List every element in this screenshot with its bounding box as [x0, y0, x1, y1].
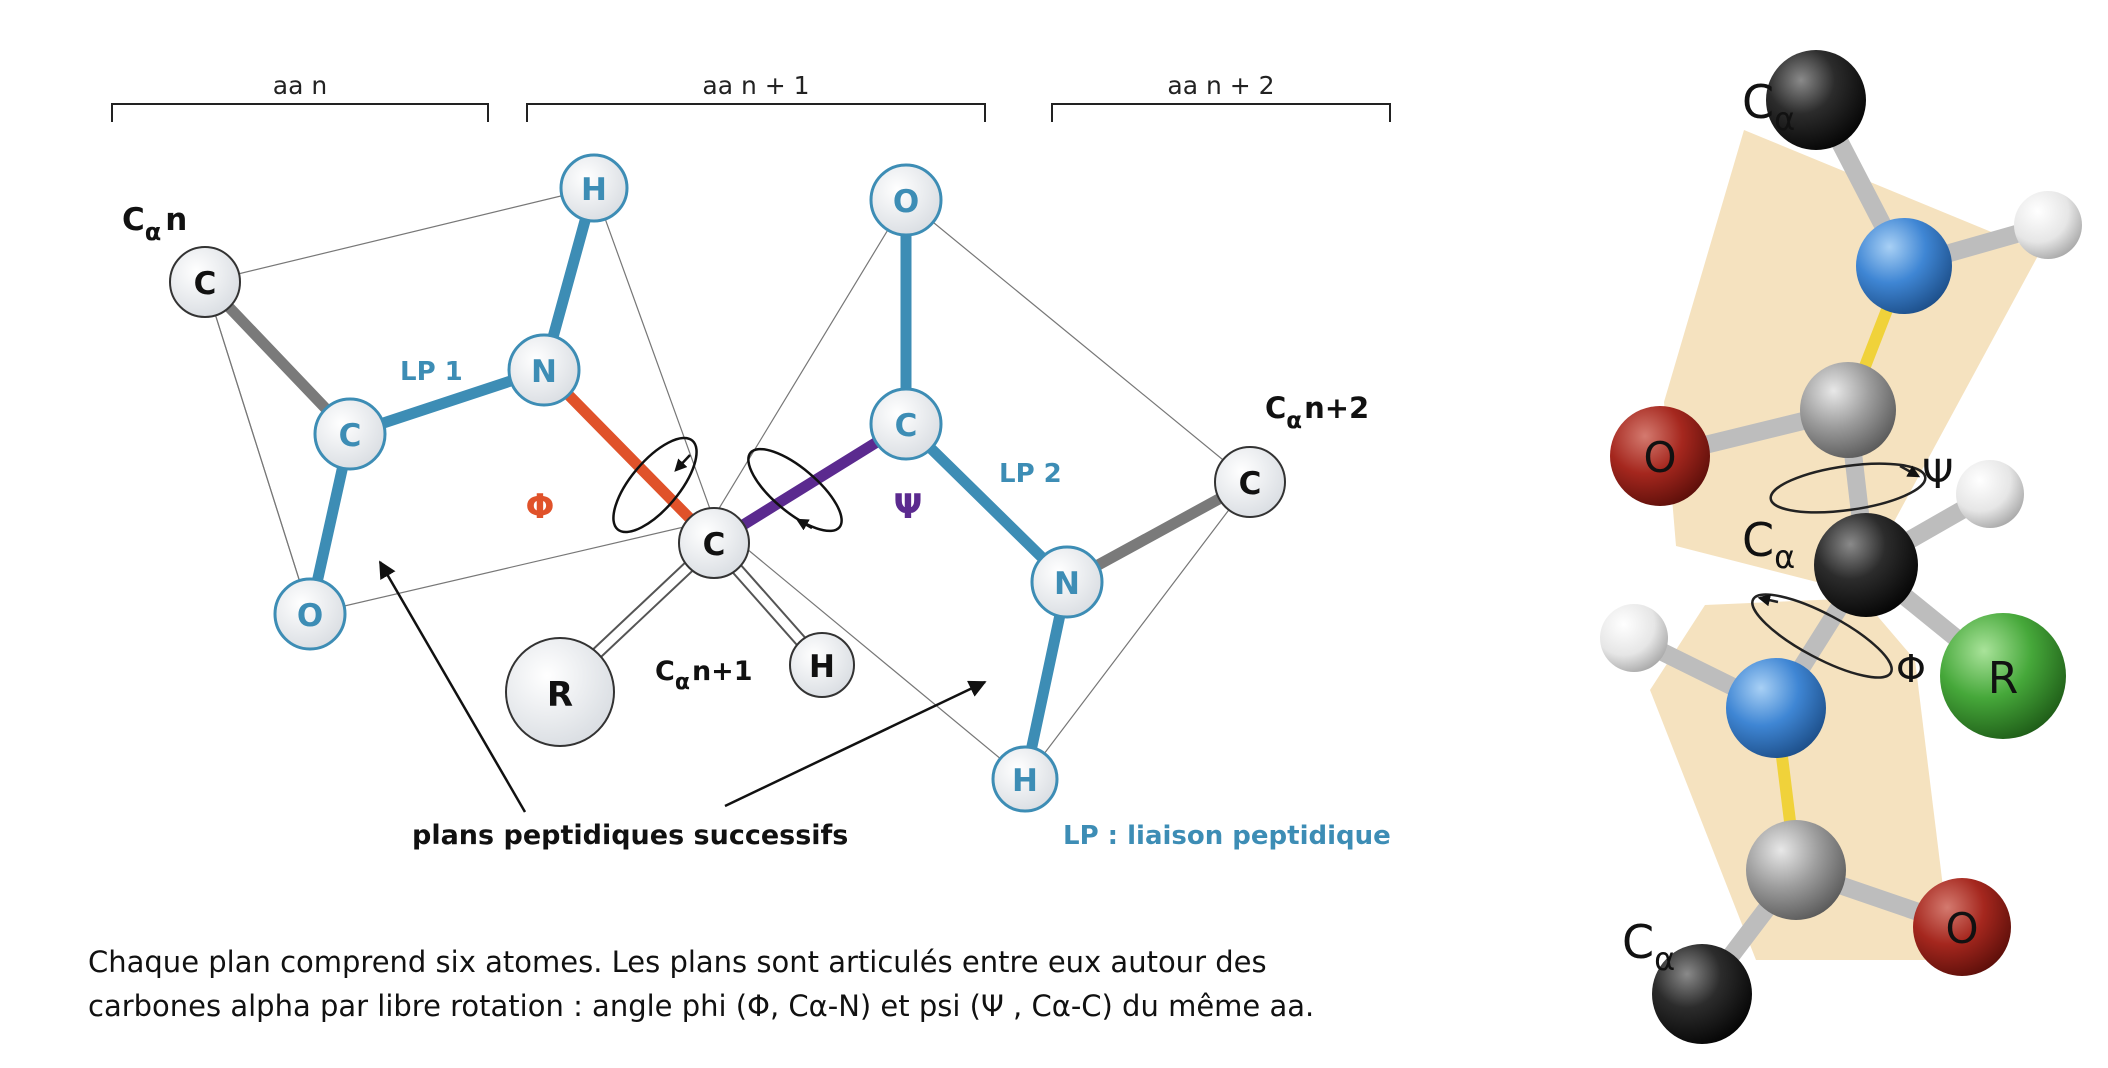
model-psi-arrow [1899, 464, 1921, 478]
psi-rotation-ring [747, 447, 843, 533]
figure-caption: Chaque plan comprend six atomes. Les pla… [88, 945, 1314, 1023]
bond-phi [538, 364, 720, 549]
plane-1-diagonal [204, 281, 311, 615]
model-atom-c-bottom [1746, 820, 1846, 920]
atom-o2: O [869, 163, 943, 237]
ball-and-stick-model: O O R Cα Cα Cα Ψ Φ [1600, 50, 2082, 1044]
atom-h2: H [991, 745, 1059, 813]
model-atom-calpha-mid [1814, 513, 1918, 617]
atom-c1: C [313, 397, 387, 471]
phi-rotation-arrow [674, 454, 691, 472]
atom-label: N [531, 354, 557, 390]
model-atom-o-top [1610, 406, 1710, 506]
model-rotation-rings [1751, 462, 1927, 679]
peptide-plane-outlines [204, 187, 1251, 780]
model-label-r: R [1988, 653, 2019, 704]
atom-c-alpha-n2: C [1214, 446, 1286, 518]
atom-label: C [1239, 466, 1262, 502]
model-atom-calpha-top [1766, 50, 1866, 150]
atom-label: R [547, 675, 573, 715]
model-atom-calpha-bottom [1652, 944, 1752, 1044]
model-label-calpha-mid: Cα [1742, 513, 1795, 576]
bond-psi [708, 418, 912, 549]
model-atom-n-top [1856, 218, 1952, 314]
bracket-aa-n-plus-1 [526, 103, 986, 122]
model-label-phi: Φ [1896, 647, 1926, 691]
label-lp1: LP 1 [400, 357, 463, 387]
atom-h1: H [559, 153, 629, 223]
atom-h-alpha: H [789, 632, 855, 698]
bonds [199, 182, 1256, 785]
atom-c-alpha-n1: C [678, 507, 750, 579]
model-phi-arrow [1757, 594, 1779, 607]
atom-label: N [1054, 566, 1080, 602]
model-atom-o-bottom [1913, 878, 2011, 976]
label-successive-planes: plans peptidiques successifs [412, 820, 848, 851]
atom-o1: O [273, 577, 347, 651]
caption-line-1: Chaque plan comprend six atomes. Les pla… [88, 945, 1267, 979]
rotation-indicators [612, 436, 843, 534]
atom-r: R [505, 637, 615, 747]
atom-label: O [893, 184, 919, 220]
model-label-psi: Ψ [1922, 452, 1953, 498]
model-atom-h-mid [1956, 460, 2024, 528]
label-lp2: LP 2 [999, 459, 1062, 489]
bracket-aa-n [111, 103, 489, 122]
bond-lp2 [900, 418, 1073, 588]
arrow-to-plane-1 [378, 560, 527, 813]
model-atom-h-top [2014, 191, 2082, 259]
atom-label: C [339, 418, 362, 454]
bracket-label-aa-n: aa n [273, 71, 327, 100]
arrow-to-plane-2 [724, 680, 987, 808]
caption-line-2: carbones alpha par libre rotation : angl… [88, 989, 1314, 1023]
model-psi-ring [1769, 462, 1927, 514]
model-atom-r [1940, 613, 2066, 739]
model-atom-h-bottom [1600, 604, 1668, 672]
plane-pointer-arrows [378, 560, 987, 813]
atom-label: C [194, 266, 217, 302]
model-label-o-top: O [1643, 433, 1676, 482]
model-atom-n-bottom [1726, 658, 1826, 758]
model-label-o-bottom: O [1945, 904, 1978, 953]
atom-label: O [297, 598, 323, 634]
label-c-alpha-n1: Cαn+1 [655, 656, 753, 695]
atom-n2: N [1030, 545, 1104, 619]
bracket-label-aa-n-plus-2: aa n + 2 [1167, 71, 1274, 100]
atom-label: C [895, 408, 918, 444]
label-c-alpha-n2: Cαn+2 [1265, 391, 1369, 434]
model-label-calpha-top: Cα [1742, 75, 1795, 138]
atoms: C C O N H C R H [169, 153, 1286, 813]
atom-c-alpha-n: C [169, 246, 241, 318]
phi-rotation-ring [612, 436, 698, 534]
model-label-calpha-bottom: Cα [1622, 915, 1675, 978]
label-psi: Ψ [894, 487, 923, 527]
model-phi-ring [1751, 593, 1893, 679]
atom-c2: C [869, 387, 943, 461]
atom-n1: N [507, 333, 581, 407]
atom-label: H [1012, 763, 1038, 799]
model-atom-c-top [1800, 362, 1896, 458]
bracket-label-aa-n-plus-1: aa n + 1 [702, 71, 809, 100]
legend-peptide-bond: LP : liaison peptidique [1063, 821, 1391, 851]
psi-rotation-arrow [795, 518, 813, 531]
atom-label: H [809, 649, 835, 685]
atom-label: H [581, 172, 607, 208]
residue-brackets: aa n aa n + 1 aa n + 2 [111, 71, 1391, 122]
label-phi: Φ [526, 487, 555, 527]
atom-label: C [703, 527, 726, 563]
bracket-aa-n-plus-2 [1051, 103, 1391, 122]
